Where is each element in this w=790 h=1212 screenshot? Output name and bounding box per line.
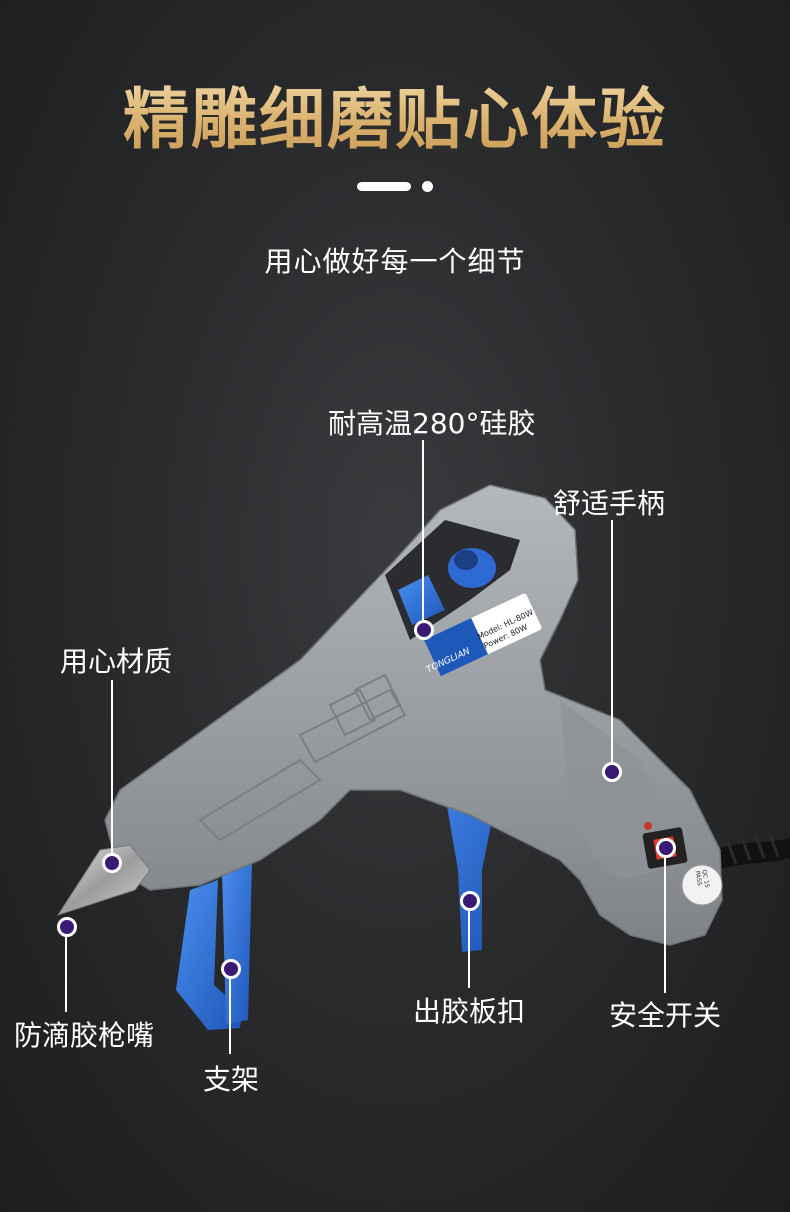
callout-material-line (111, 680, 113, 854)
callout-silicone-line (422, 440, 424, 620)
callout-nozzle-marker (57, 917, 77, 937)
callout-handle-label: 舒适手柄 (553, 487, 666, 520)
callout-stand-line (229, 978, 231, 1054)
callout-stand-marker (221, 959, 241, 979)
page-subtitle: 用心做好每一个细节 (264, 245, 526, 278)
callout-material-label: 用心材质 (60, 645, 173, 678)
qc-sticker (681, 864, 723, 906)
divider-dash (357, 182, 411, 191)
callout-trigger-label: 出胶板扣 (413, 995, 526, 1028)
brand-badge (424, 593, 542, 677)
callout-switch-label: 安全开关 (609, 999, 722, 1032)
callout-stand-label: 支架 (203, 1063, 260, 1096)
callout-trigger-marker (460, 891, 480, 911)
callout-silicone-label: 耐高温280°硅胶 (328, 407, 536, 440)
page-title: 精雕细磨贴心体验 (0, 66, 790, 162)
callout-nozzle-label: 防滴胶枪嘴 (14, 1019, 155, 1052)
nozzle-tip (56, 844, 151, 916)
callout-switch-marker (656, 838, 676, 858)
silicone-ring (398, 575, 445, 625)
callout-nozzle-line (65, 936, 67, 1012)
callout-trigger-line (468, 910, 470, 988)
gun-body (104, 484, 723, 946)
callout-handle-marker (602, 762, 622, 782)
callout-silicone-marker (414, 620, 434, 640)
callout-handle-line (611, 520, 613, 763)
callout-material-marker (102, 853, 122, 873)
power-cord (715, 838, 790, 870)
divider-dot (422, 181, 433, 192)
stand-part (176, 880, 242, 1030)
callout-switch-line (664, 857, 666, 993)
